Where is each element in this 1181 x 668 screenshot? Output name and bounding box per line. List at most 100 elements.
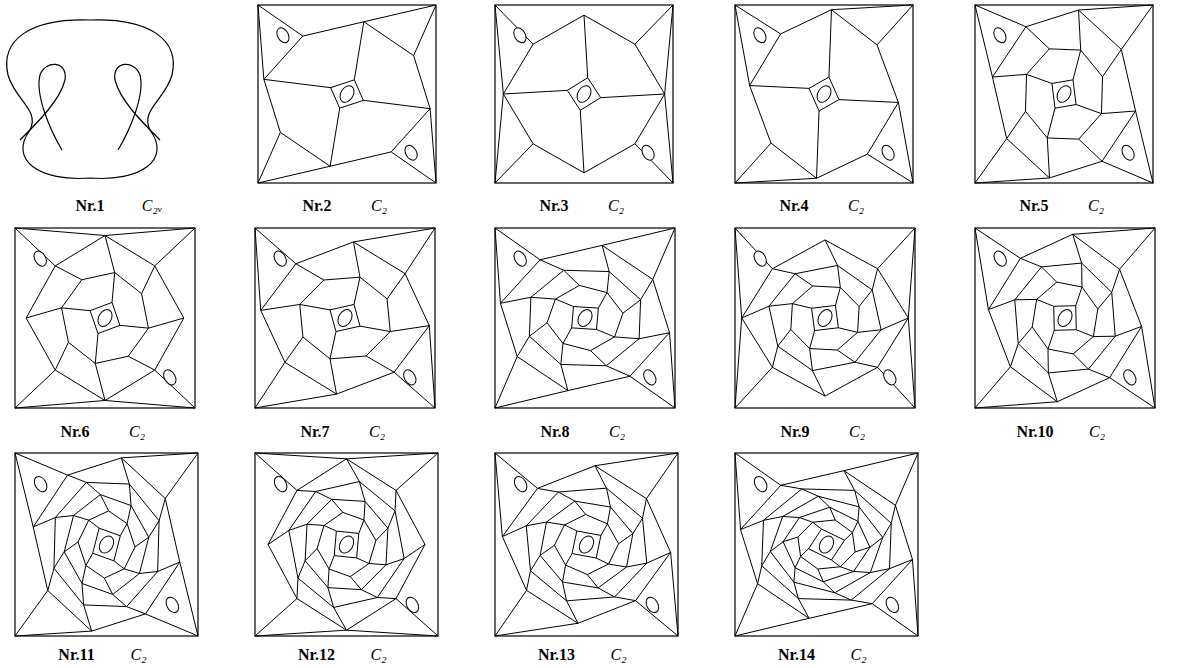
graph-edge [1032,299,1036,327]
graph-edge [255,630,347,636]
graph-edge [635,5,673,44]
graph-edge [1037,299,1054,306]
graph-edge [572,307,574,328]
graph-edge [1053,306,1055,330]
graph-edge [68,342,95,363]
graph-edge [503,94,533,144]
graph-edge [261,304,300,310]
outer-face [975,5,1153,183]
symmetry-group: C₂ [128,424,146,440]
graph-edge [526,526,530,571]
graph-edge [128,356,155,370]
graph-edge [812,305,836,308]
graph-edge [607,524,618,544]
graph-edge [364,5,436,22]
graph-edge [1076,105,1101,114]
planar-graph [255,453,438,636]
symmetry-group: C₂ᵥ [141,198,164,214]
graph-edge [15,453,68,475]
loop [751,26,768,45]
graph-edge [584,15,635,44]
graph-edge [324,512,343,525]
graph-edge [735,318,742,408]
graph-edge [750,86,809,89]
graph-edge [975,228,988,310]
graph-edge [601,94,665,98]
graph-edge [105,370,155,400]
graph-edge [55,370,105,400]
graph-edge [99,528,120,536]
graph-edge [563,582,567,601]
graph-edge [546,501,574,522]
graph-edge [890,559,913,568]
graph-edge [794,582,798,598]
graph-edge [1088,336,1115,369]
graph-edge [1020,258,1041,267]
graph-edge [363,100,430,108]
graph-edge [15,400,105,408]
graph-edge [606,339,639,366]
graph-edge [258,166,330,183]
graph-edge [1079,10,1122,49]
graph-edge [572,554,596,558]
symmetry-group: C₂ [607,198,625,214]
graph-edge [781,471,844,486]
graph-edge [430,109,436,183]
graph-edge [563,565,566,582]
figure-number: Nr.8 [539,424,570,440]
graph-edge [772,346,777,367]
graph-edge [305,524,307,561]
graph-edge [792,304,811,309]
graph-edge [495,391,568,408]
symmetry-group: C₂ [129,647,147,663]
graph-edge [1073,337,1093,354]
graph-edge [297,578,298,598]
graph-edge [859,507,883,538]
graph-edge [350,564,369,577]
graph-edge [639,333,669,339]
graph-edge [89,511,109,520]
graph-edge [1093,309,1097,337]
graph-edge [769,306,778,346]
graph-edge [93,528,99,553]
graph-edge [1007,139,1050,178]
graph-edge [264,79,331,87]
graph-edge [495,228,500,303]
graph-edge [297,599,347,631]
graph-edge [783,537,798,542]
graph-edge [798,599,809,619]
graph-edge [851,569,889,600]
graph-edge [530,571,566,601]
graph-edge [854,547,870,571]
graph-edge [180,562,198,636]
graph-edge [364,22,414,56]
graph-edge [564,525,576,531]
graph-edge [120,524,127,536]
graph-edge [665,94,673,183]
graph-edge [1073,354,1088,369]
graph-edge [92,614,146,631]
graph-edge [992,74,1026,77]
graph-edge [1015,300,1018,344]
graph-edge [769,304,793,307]
graph-edge [1018,344,1048,373]
graph-edge [336,326,360,331]
graph-edge [158,562,180,571]
graph-edge [95,356,128,363]
planar-graph [258,5,436,183]
graph-edge [74,495,101,516]
graph-edge [771,143,817,178]
graph-edge [735,228,772,269]
graph-edge [872,290,881,330]
graph-edge [1026,27,1049,49]
graph-edge [334,531,336,556]
graph-edge [794,568,795,582]
planar-graph [975,228,1155,408]
graph-edge [795,556,800,567]
graph-edge [1047,138,1049,178]
loop [751,249,768,268]
graph-edge [870,537,883,547]
loop [1121,368,1138,387]
graph-edge [155,266,184,318]
graph-edge [831,5,913,10]
